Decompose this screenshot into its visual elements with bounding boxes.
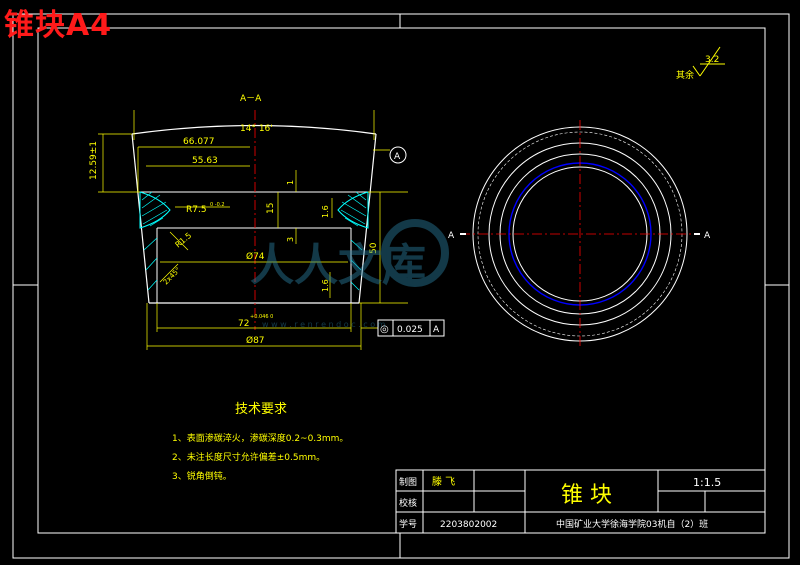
dim-r1: R1.5 xyxy=(174,231,194,250)
tb-org: 中国矿业大学徐海学院03机自（2）班 xyxy=(556,518,708,530)
dim-angle-top: 14° 16' xyxy=(240,124,273,134)
dim-3: 3 xyxy=(286,237,295,242)
dim-chamfer: 2x45° xyxy=(162,266,183,287)
tb-drawn-by: 滕 飞 xyxy=(432,475,455,488)
tech-req-title: 技术要求 xyxy=(235,402,287,417)
hatch-lines-right xyxy=(340,191,367,227)
tech-req-item-1: 1、表面渗碳淬火，渗碳深度0.2~0.3mm。 xyxy=(172,432,348,444)
tol-symbol: ◎ xyxy=(380,324,389,335)
tech-req-item-2: 2、未注长度尺寸允许偏差±0.5mm。 xyxy=(172,451,325,463)
tol-datum: A xyxy=(433,325,440,335)
dim-74: Ø74 xyxy=(246,251,265,262)
dim-r7-tol: 0 -0.2 xyxy=(210,202,225,208)
title-block: 制图 滕 飞 校核 学号 2203802002 锥 块 1:1.5 中国矿业大学… xyxy=(395,469,766,534)
page-title: 锥块A4 xyxy=(4,8,113,43)
tol-value: 0.025 xyxy=(397,325,423,335)
dim-1-6a: 1.6 xyxy=(321,205,330,218)
watermark-logo xyxy=(381,219,449,287)
surface-finish-value: 3.2 xyxy=(705,55,719,65)
section-a-left: A xyxy=(448,231,455,241)
dim-55: 55.63 xyxy=(192,156,218,166)
dim-72-tol: +0.046 0 xyxy=(250,314,273,320)
dim-r7: R7.5 xyxy=(186,205,207,215)
tb-part-name: 锥 块 xyxy=(561,483,612,508)
dim-12: 12.59±1 xyxy=(89,141,99,180)
dim-1-6b: 1.6 xyxy=(321,279,330,292)
hatch-walls xyxy=(143,237,363,291)
section-label: A－A xyxy=(240,94,262,104)
outer-frame xyxy=(12,13,790,559)
tech-req-item-3: 3、锐角倒钝。 xyxy=(172,470,232,482)
tb-scale: 1:1.5 xyxy=(693,476,721,489)
surface-finish-label: 其余 xyxy=(676,69,694,81)
tb-student-id-label: 学号 xyxy=(399,518,417,530)
dim-1: 1 xyxy=(286,180,295,185)
tb-drawn-label: 制图 xyxy=(399,476,417,488)
dim-50: 50 xyxy=(369,242,379,254)
top-arc xyxy=(131,124,377,135)
dim-66: 66.077 xyxy=(183,137,215,147)
groove-right xyxy=(337,191,369,229)
section-a-right: A xyxy=(704,231,711,241)
watermark-sub: w w w . r e n r e n d o c . c o m xyxy=(262,320,386,329)
dim-87: Ø87 xyxy=(246,335,265,346)
watermark-text: 人人文库 xyxy=(250,240,426,291)
surface-finish-symbol: 3.2 其余 xyxy=(676,46,725,81)
watermark: 人人文库 w w w . r e n r e n d o c . c o m xyxy=(250,219,449,329)
tech-requirements: 技术要求 1、表面渗碳淬火，渗碳深度0.2~0.3mm。 2、未注长度尺寸允许偏… xyxy=(172,402,348,482)
datum-marker: A xyxy=(389,146,407,164)
tb-student-id: 2203802002 xyxy=(440,520,497,530)
dimension-lines xyxy=(98,110,408,350)
groove-left xyxy=(139,191,171,229)
hatch-lines-left xyxy=(141,191,168,227)
dim-15: 15 xyxy=(266,203,276,214)
tolerance-frame: ◎ 0.025 A xyxy=(377,319,445,337)
end-view: A A xyxy=(448,120,711,348)
tb-checked-label: 校核 xyxy=(399,497,417,509)
datum-letter: A xyxy=(394,152,401,162)
dim-72: 72 xyxy=(238,319,249,329)
section-view xyxy=(131,110,377,330)
